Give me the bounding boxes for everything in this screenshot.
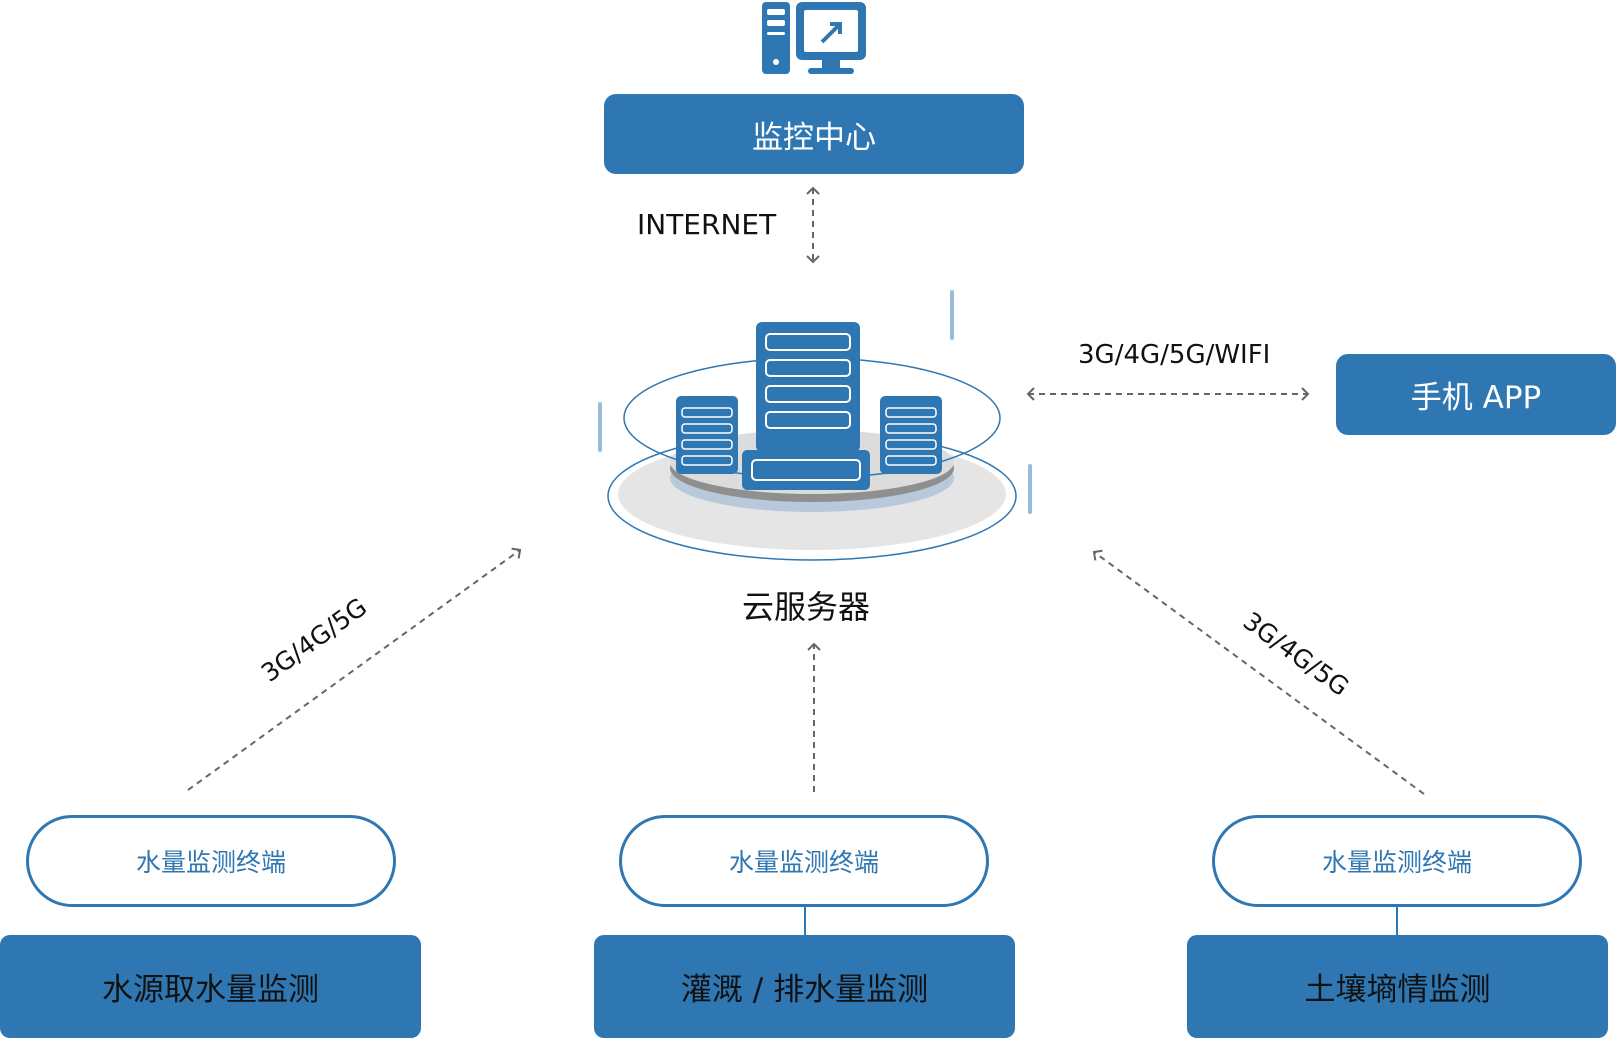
terminal-label: 水量监测终端: [728, 848, 879, 877]
mobile-app-label: 手机 APP: [1410, 380, 1542, 416]
monitoring-center-box: 监控中心: [604, 94, 1024, 174]
terminal-label: 水量监测终端: [1321, 848, 1472, 877]
terminal-label: 水量监测终端: [135, 848, 286, 877]
application-box-left: 水源取水量监测: [0, 935, 421, 1038]
mobile-app-box: 手机 APP: [1336, 354, 1616, 435]
mobile-app-link-label: 3G/4G/5G/WIFI: [1078, 340, 1271, 370]
monitoring-center-label: 监控中心: [752, 119, 876, 156]
cloud-server-label: 云服务器: [742, 588, 871, 626]
application-label: 水源取水量监测: [102, 972, 319, 1008]
water-terminal-pill-center: 水量监测终端: [619, 815, 989, 907]
right-terminal-link: [1092, 549, 1425, 795]
water-terminal-pill-left: 水量监测终端: [26, 815, 396, 907]
computer-icon: [762, 2, 866, 74]
application-label: 灌溉 / 排水量监测: [680, 972, 929, 1008]
server-cluster-icon: [598, 290, 1032, 561]
left-terminal-link: [187, 547, 522, 791]
application-box-center: 灌溉 / 排水量监测: [594, 935, 1015, 1038]
water-terminal-pill-right: 水量监测终端: [1212, 815, 1582, 907]
application-label: 土壤墒情监测: [1304, 972, 1491, 1008]
application-box-right: 土壤墒情监测: [1187, 935, 1608, 1038]
internet-label: INTERNET: [637, 208, 777, 241]
